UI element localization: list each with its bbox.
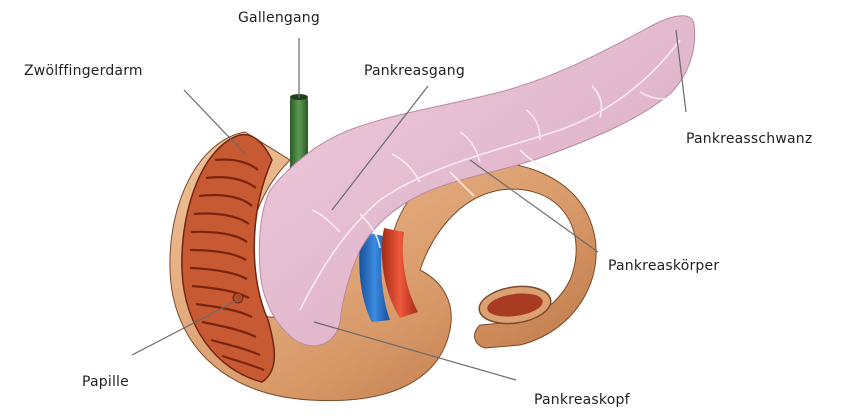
label-pancreas-tail: Pankreasschwanz — [686, 131, 812, 147]
label-bile-duct: Gallengang — [238, 10, 320, 26]
label-duodenum: Zwölffingerdarm — [24, 63, 143, 79]
label-pancreas-head: Pankreaskopf — [534, 392, 630, 408]
label-pancreas-body: Pankreaskörper — [608, 258, 719, 274]
label-papilla: Papille — [82, 374, 129, 390]
label-pancreatic-duct: Pankreasgang — [364, 63, 465, 79]
